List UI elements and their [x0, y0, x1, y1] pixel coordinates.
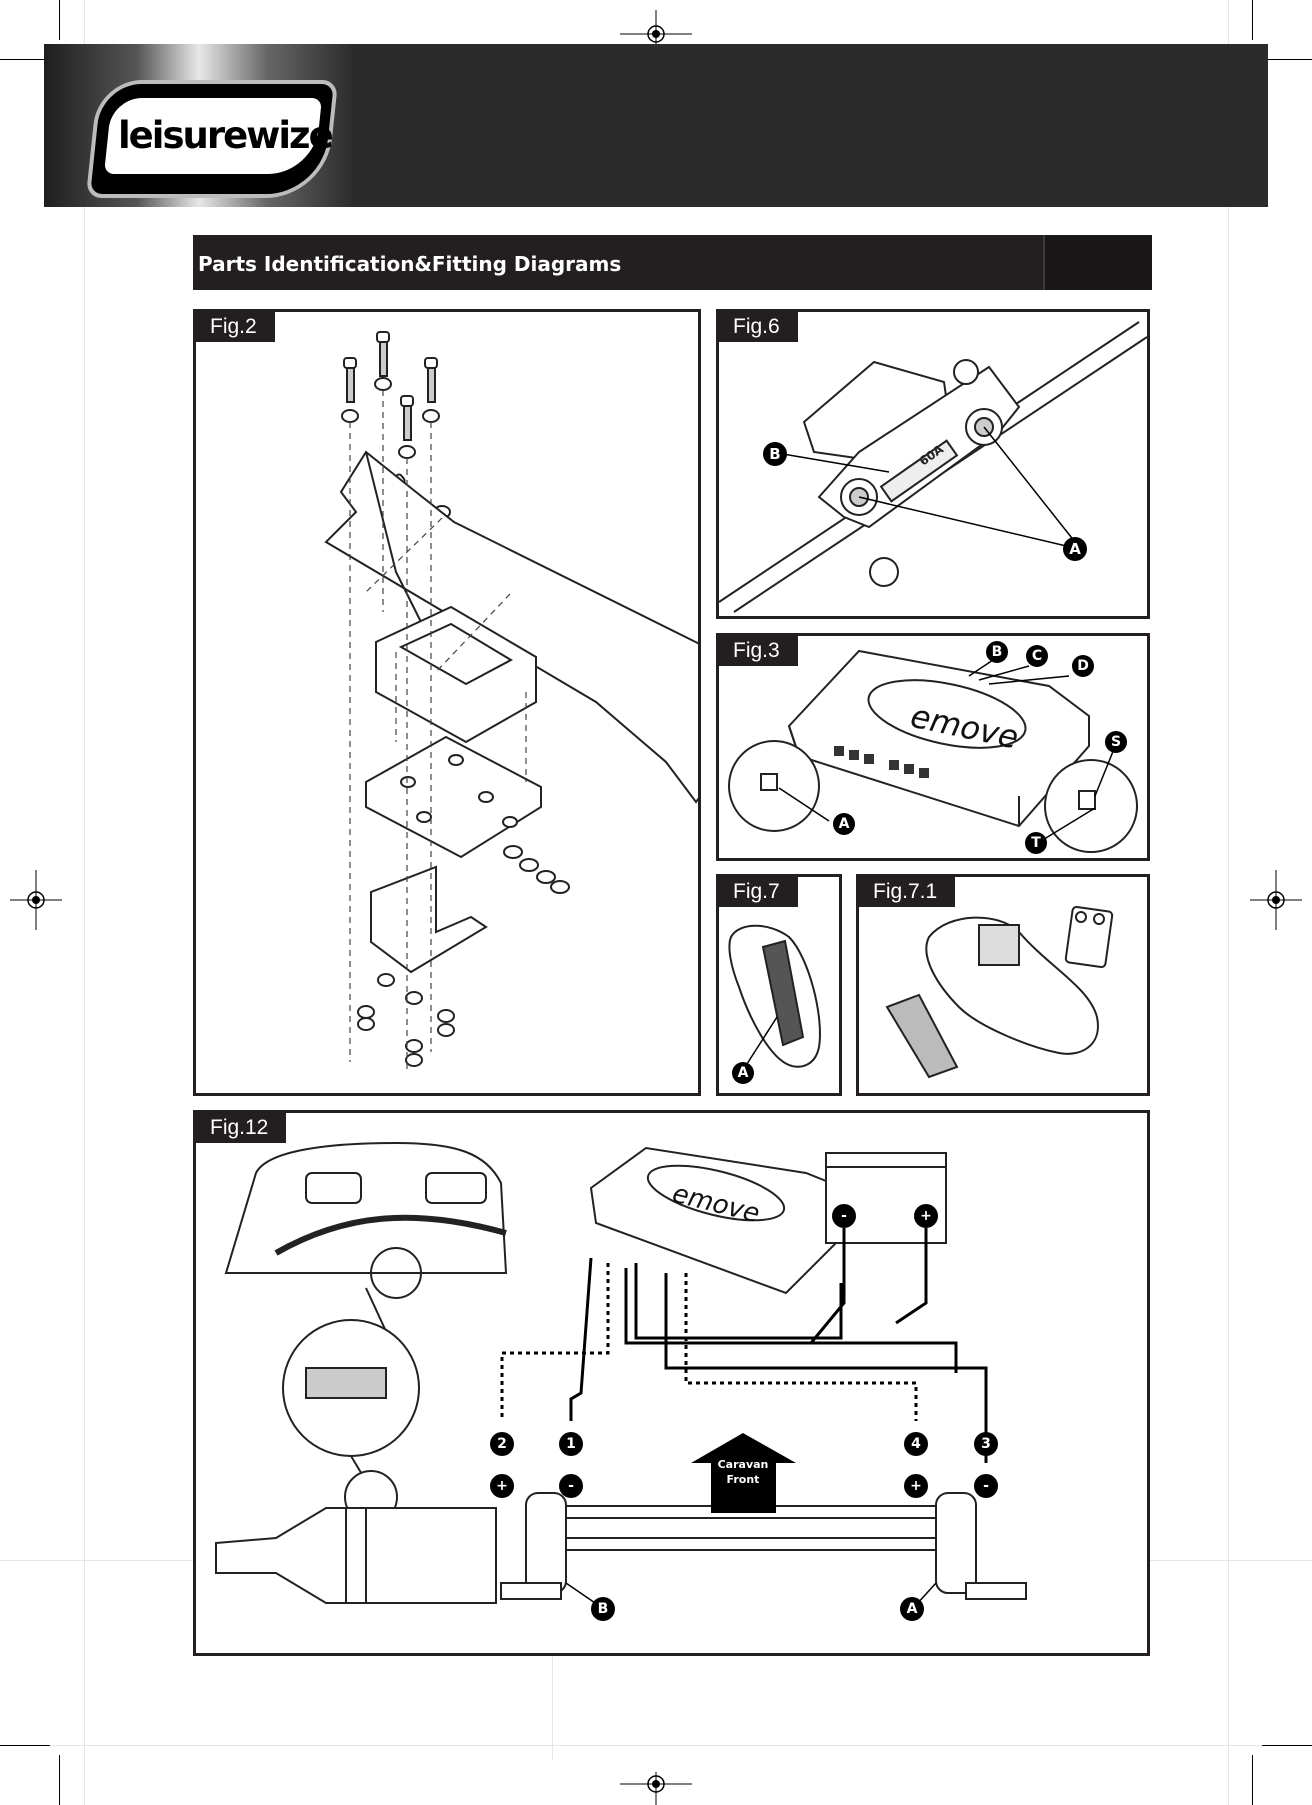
figure-label: Fig.3	[719, 636, 798, 666]
wire-polarity: -	[568, 1478, 574, 1494]
figure-3-panel: emove B C D S A T Fig.3	[716, 633, 1150, 861]
wiring-diagram: emove - + 2 1 4 3 + - + -	[196, 1113, 1147, 1653]
bolt-icon	[344, 358, 356, 402]
wire-polarity: -	[983, 1478, 989, 1494]
figure-2-panel: Fig.2	[193, 309, 701, 1096]
guide-line	[0, 1745, 1312, 1746]
bolt-icon	[377, 332, 389, 376]
control-box-illustration: emove B C D S A T	[719, 636, 1147, 858]
brand-name: leisurewize	[118, 114, 332, 157]
callout-label: B	[769, 445, 780, 463]
callout-label: D	[1077, 658, 1089, 674]
crop-mark	[59, 1755, 60, 1805]
registration-mark-right	[1250, 870, 1302, 930]
guide-line	[1228, 0, 1229, 1805]
figure-label: Fig.6	[719, 312, 798, 342]
figure-7-1-panel: Fig.7.1	[856, 874, 1150, 1096]
bracket-exploded-view	[196, 312, 698, 1093]
guide-line	[84, 0, 85, 1805]
bolt-icon	[401, 396, 413, 440]
figure-12-panel: emove - + 2 1 4 3 + - + -	[193, 1110, 1150, 1656]
crop-mark	[0, 59, 50, 60]
wire-number: 2	[497, 1436, 507, 1452]
battery-terminal-label: -	[841, 1208, 847, 1224]
crop-mark	[1252, 1755, 1253, 1805]
callout-label: A	[1069, 540, 1081, 558]
registration-mark-bottom	[620, 1772, 692, 1805]
crop-mark	[1262, 59, 1312, 60]
section-title-accent	[1043, 235, 1152, 290]
figure-label: Fig.2	[196, 312, 275, 342]
figure-label: Fig.12	[196, 1113, 286, 1143]
figure-6-panel: 60A B A Fig.6	[716, 309, 1150, 619]
figure-7-panel: A Fig.7	[716, 874, 842, 1096]
callout-label: S	[1111, 734, 1121, 750]
wire-number: 4	[911, 1436, 921, 1452]
figure-label: Fig.7.1	[859, 877, 955, 907]
crop-mark	[0, 1745, 50, 1746]
callout-label: T	[1031, 835, 1041, 851]
bolt-icon	[425, 358, 437, 402]
callout-label: A	[839, 816, 850, 832]
section-title: Parts Identification&Fitting Diagrams	[198, 252, 621, 276]
crop-mark	[1252, 0, 1253, 40]
battery-terminal-label: +	[920, 1208, 932, 1224]
motor-label: A	[907, 1601, 918, 1617]
wire-number: 1	[566, 1436, 576, 1452]
fuse-holder-illustration: 60A B A	[719, 312, 1147, 616]
callout-label: A	[738, 1065, 749, 1081]
wire-polarity: +	[496, 1478, 508, 1494]
callout-label: C	[1032, 648, 1042, 664]
arrow-text: Caravan	[718, 1458, 769, 1471]
arrow-text: Front	[727, 1473, 760, 1486]
registration-mark-left	[10, 870, 62, 930]
motor-label: B	[598, 1601, 609, 1617]
crop-mark	[1262, 1745, 1312, 1746]
wire-number: 3	[981, 1436, 991, 1452]
callout-label: B	[992, 644, 1003, 660]
wire-polarity: +	[910, 1478, 922, 1494]
figure-label: Fig.7	[719, 877, 798, 907]
crop-mark	[59, 0, 60, 40]
remote-control-illustration: A	[719, 877, 839, 1093]
remote-battery-illustration	[859, 877, 1147, 1093]
